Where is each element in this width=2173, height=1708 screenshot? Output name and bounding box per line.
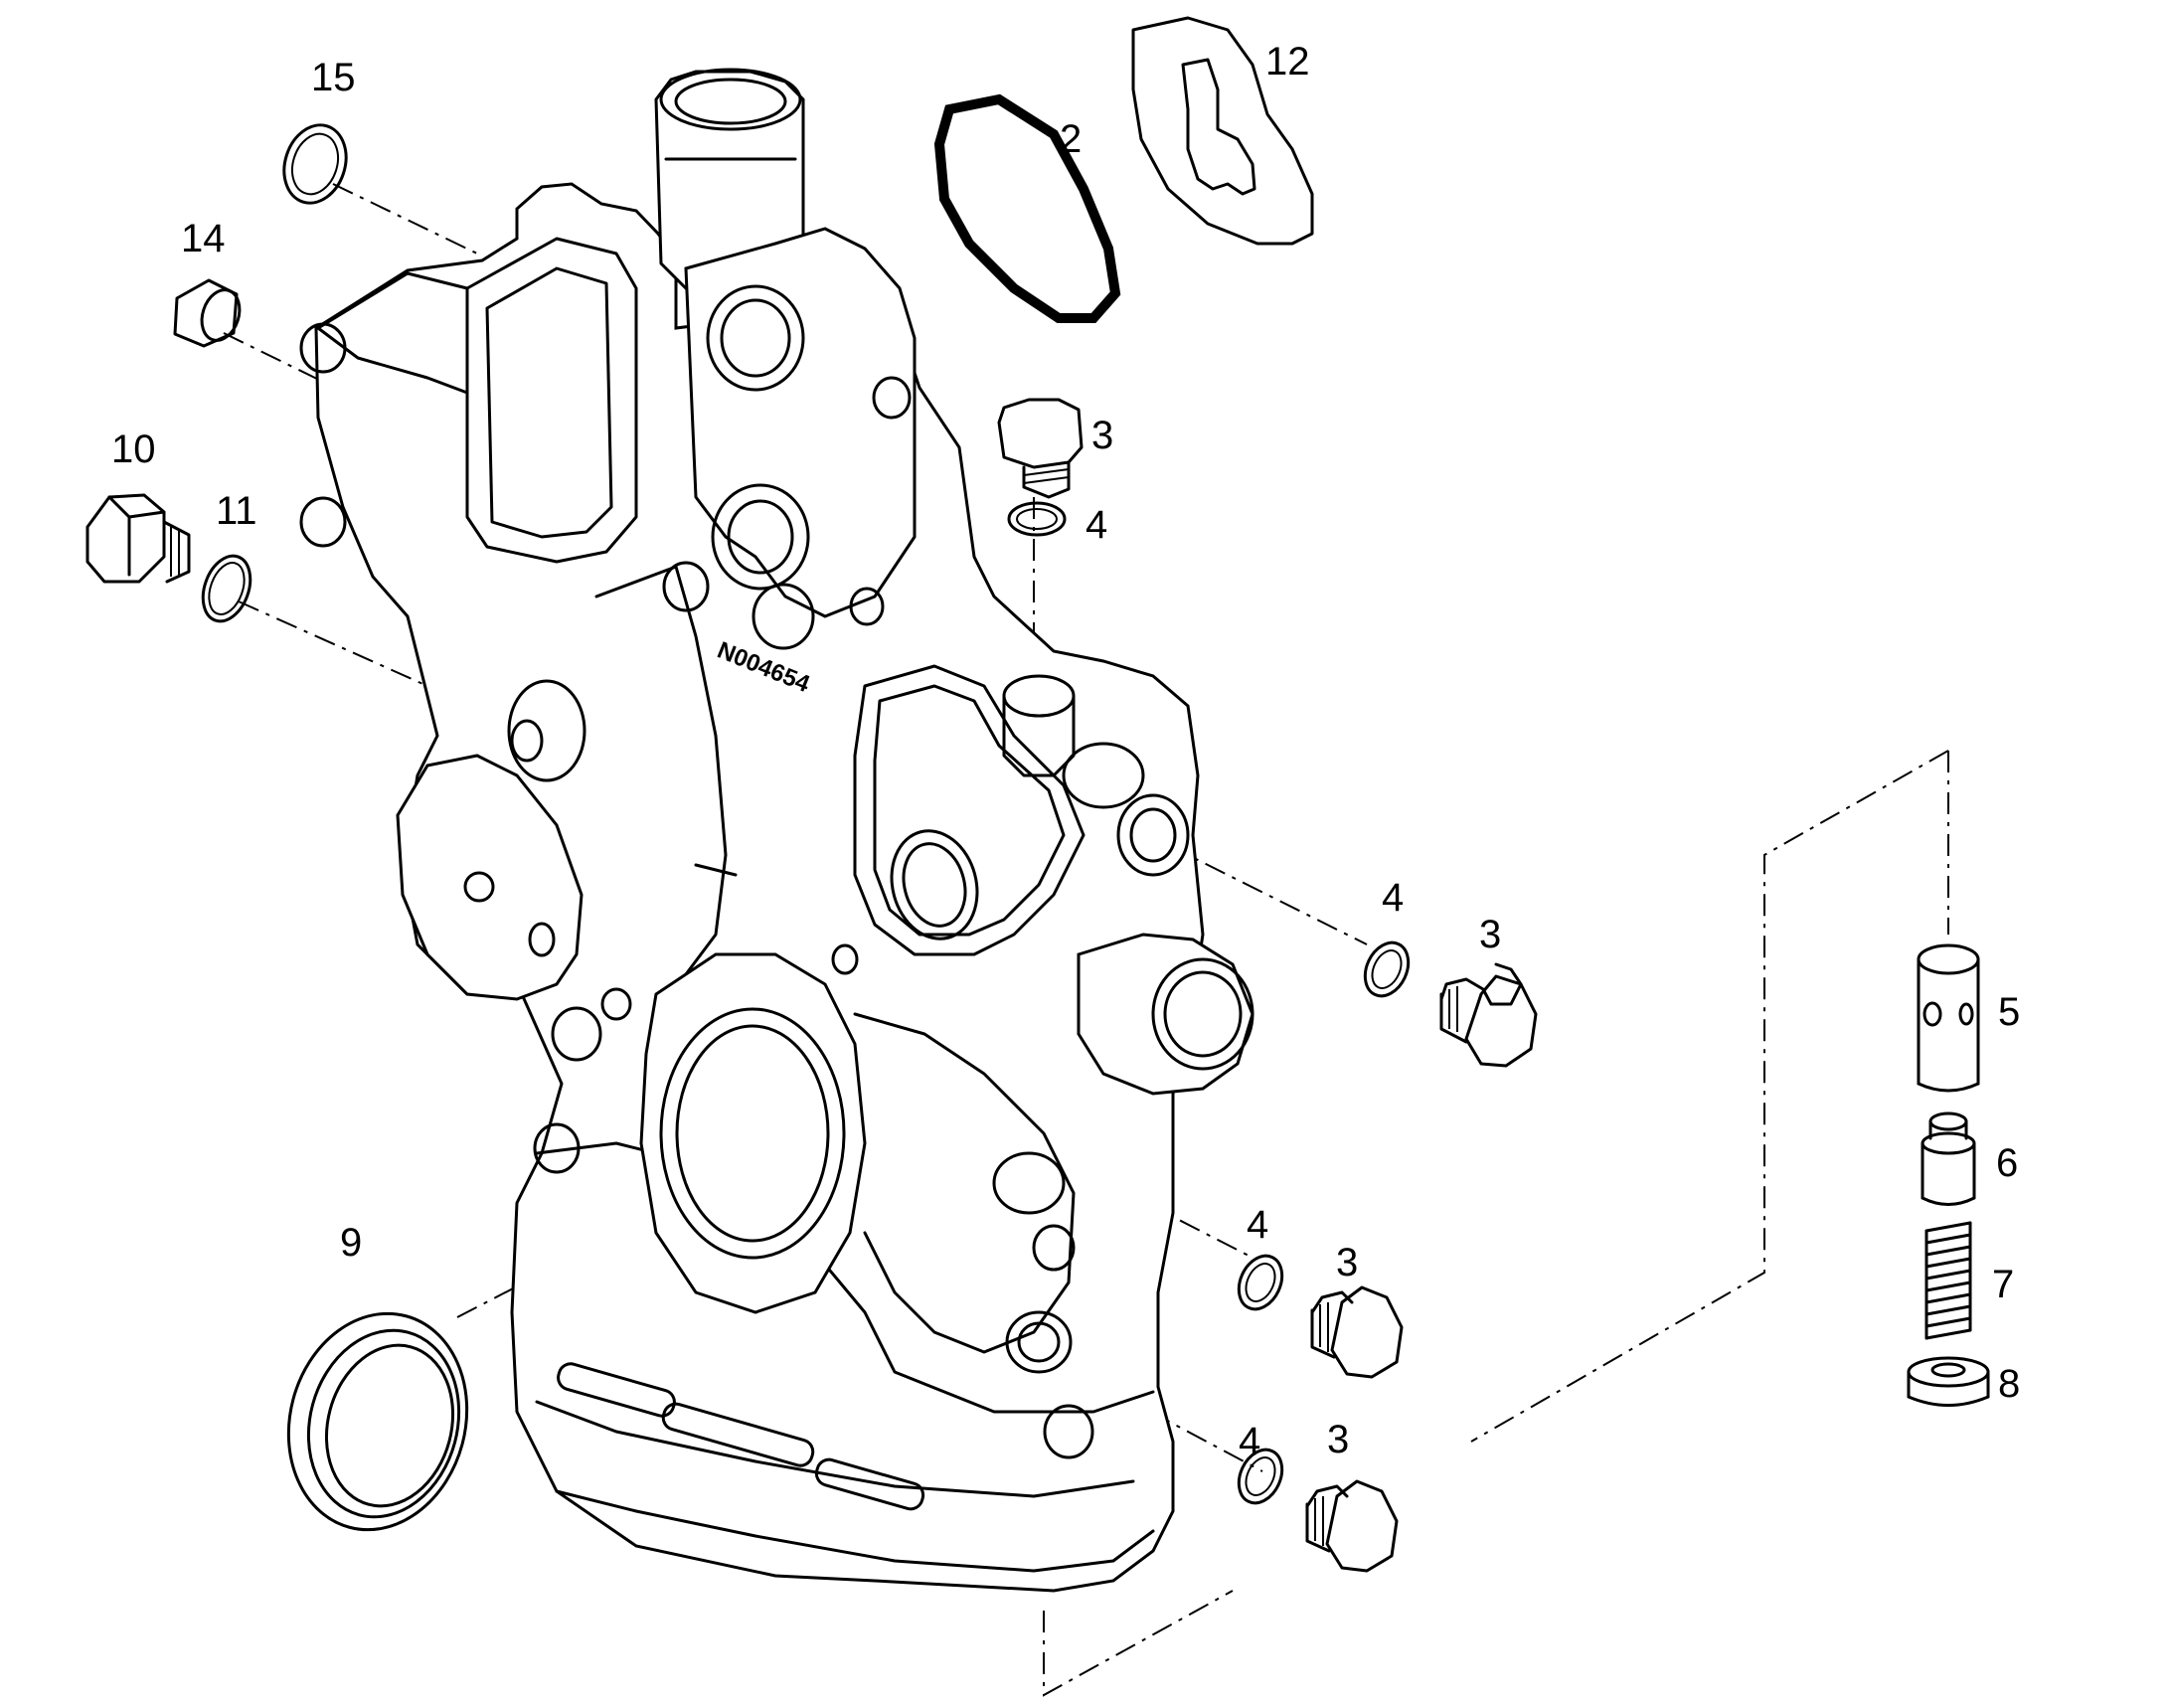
part-2-gasket bbox=[933, 93, 1121, 323]
part-4-washer-low2 bbox=[1237, 1448, 1284, 1505]
callout-3-upper: 3 bbox=[1091, 414, 1114, 457]
callout-6: 6 bbox=[1996, 1141, 2019, 1185]
callout-2: 2 bbox=[1060, 117, 1083, 161]
timing-cover-housing: N004654 bbox=[299, 68, 1254, 1593]
callout-5: 5 bbox=[1998, 990, 2021, 1034]
part-7-valve-spring bbox=[1924, 1221, 1972, 1340]
part-3-plug-low2 bbox=[1305, 1479, 1399, 1573]
part-10-hex-plug bbox=[85, 493, 191, 584]
part-11-o-ring bbox=[201, 554, 252, 623]
callout-11: 11 bbox=[216, 489, 257, 533]
callout-3-low1: 3 bbox=[1336, 1241, 1359, 1284]
callout-3-low2: 3 bbox=[1327, 1418, 1350, 1461]
part-4-washer-mid bbox=[1363, 940, 1411, 998]
part-8-valve-seat bbox=[1907, 1356, 1990, 1407]
callout-4-low1: 4 bbox=[1247, 1203, 1269, 1247]
callout-8: 8 bbox=[1998, 1362, 2021, 1406]
part-14-bushing bbox=[173, 278, 242, 348]
part-3-plug-low1 bbox=[1310, 1285, 1404, 1379]
part-15-washer bbox=[282, 123, 348, 205]
part-3-plug-upper bbox=[997, 398, 1084, 499]
callout-9: 9 bbox=[340, 1221, 363, 1265]
part-6-valve-plunger bbox=[1921, 1111, 1976, 1206]
callout-3-mid: 3 bbox=[1479, 913, 1502, 956]
part-9-crank-seal bbox=[286, 1311, 469, 1532]
part-4-washer-low1 bbox=[1237, 1254, 1284, 1311]
part-5-valve-piston bbox=[1917, 943, 1980, 1093]
callout-14: 14 bbox=[181, 217, 226, 260]
part-12-gasket-plate bbox=[1131, 16, 1314, 246]
callout-4-upper: 4 bbox=[1086, 503, 1108, 547]
callout-12: 12 bbox=[1265, 40, 1310, 84]
callout-10: 10 bbox=[111, 427, 156, 471]
callout-7: 7 bbox=[1992, 1263, 2015, 1306]
callout-15: 15 bbox=[311, 56, 356, 99]
callout-4-low2: 4 bbox=[1239, 1420, 1261, 1463]
part-4-washer-upper bbox=[1007, 501, 1067, 537]
callout-4-mid: 4 bbox=[1382, 876, 1405, 920]
part-3-plug-mid bbox=[1439, 962, 1538, 1068]
